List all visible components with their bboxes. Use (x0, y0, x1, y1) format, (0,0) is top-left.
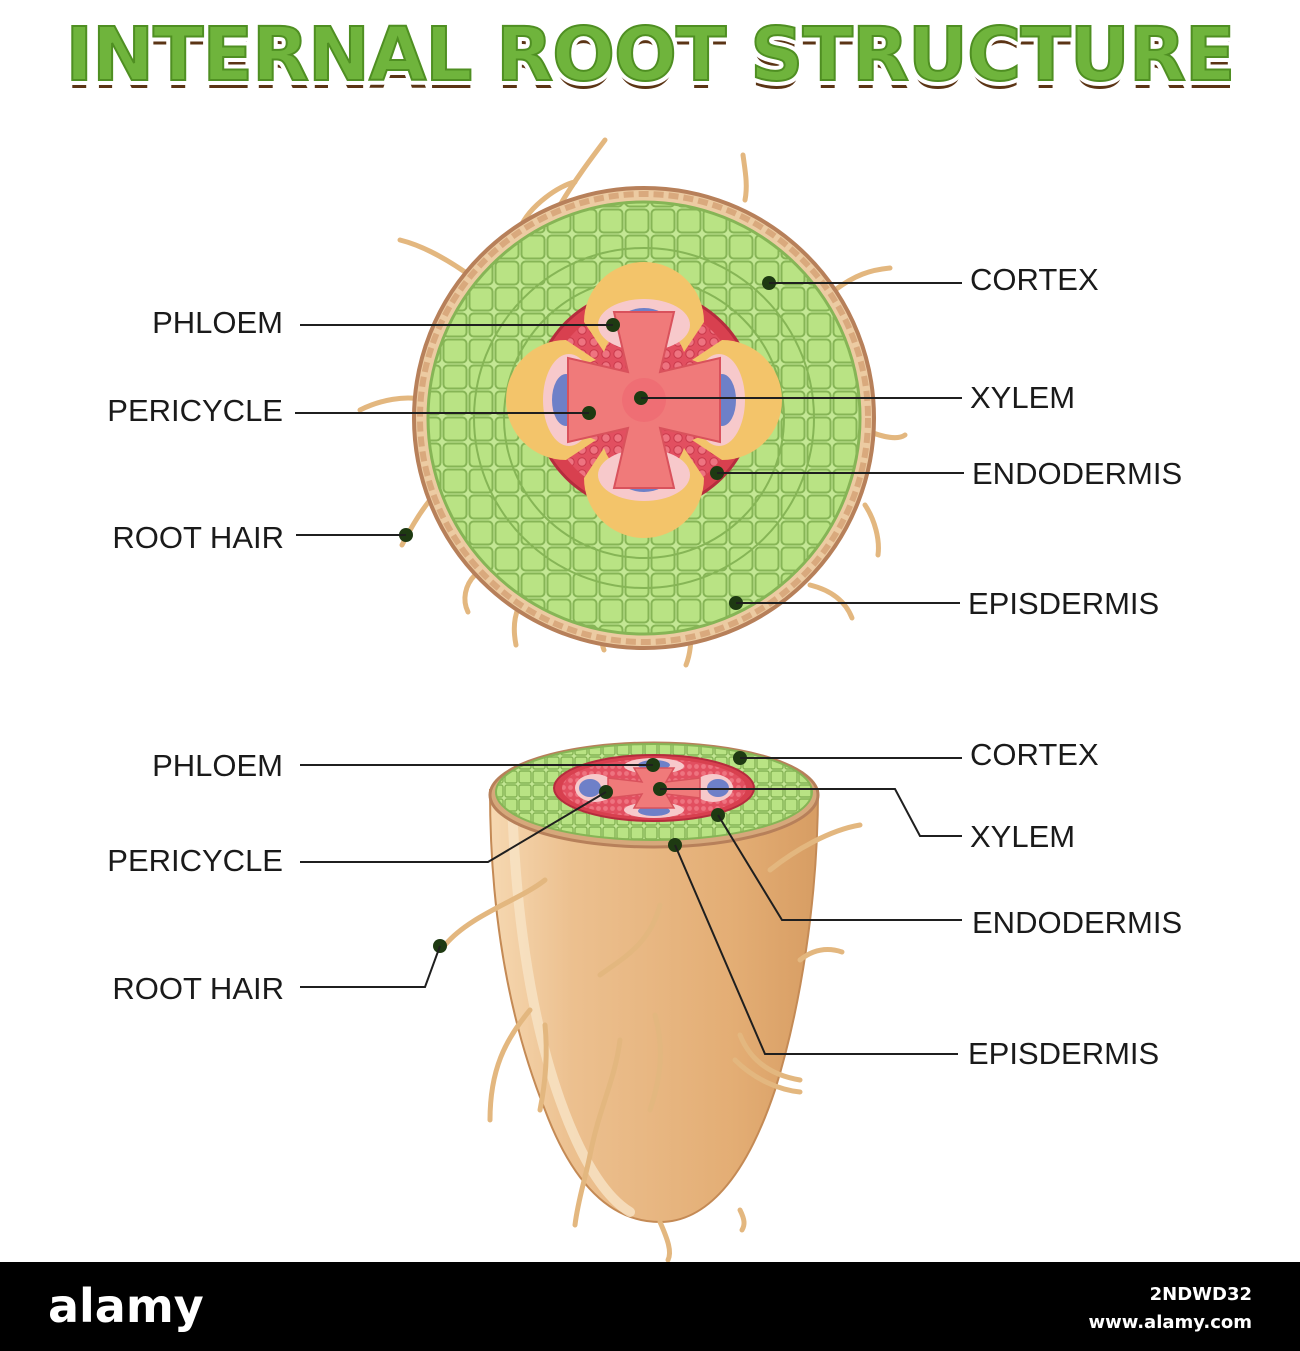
label-cortex-bottom: CORTEX (970, 737, 1099, 772)
title-shadow: INTERNAL ROOT STRUCTURE (66, 20, 1235, 106)
label-epidermis-bottom: EPISDERMIS (968, 1036, 1159, 1071)
watermark-image-id: 2NDWD32 (1150, 1284, 1252, 1305)
label-endodermis-top: ENDODERMIS (972, 456, 1182, 491)
label-pericycle-top: PERICYCLE (107, 393, 283, 428)
label-root-hair-top: ROOT HAIR (112, 520, 284, 555)
label-endodermis-bottom: ENDODERMIS (972, 905, 1182, 940)
title-outline: INTERNAL ROOT STRUCTURE (66, 12, 1235, 98)
watermark-bar: alamy 2NDWD32 www.alamy.com (0, 1262, 1300, 1351)
watermark-url: www.alamy.com (1088, 1312, 1252, 1333)
page-title: INTERNAL ROOT STRUCTURE (66, 12, 1235, 98)
label-xylem-bottom: XYLEM (970, 819, 1075, 854)
label-phloem-top: PHLOEM (152, 305, 283, 340)
label-epidermis-top: EPISDERMIS (968, 586, 1159, 621)
label-pericycle-bottom: PERICYCLE (107, 843, 283, 878)
watermark-brand: alamy (48, 1279, 204, 1333)
label-xylem-top: XYLEM (970, 380, 1075, 415)
root-tip-root-hairs (442, 822, 863, 1263)
title-group: INTERNAL ROOT STRUCTURE INTERNAL ROOT ST… (61, 7, 1241, 106)
cross-section-diagram: PHLOEM PERICYCLE ROOT HAIR CORTEX XYLEM … (107, 137, 1182, 668)
root-tip-diagram: PHLOEM PERICYCLE ROOT HAIR CORTEX XYLEM … (107, 737, 1182, 1263)
label-root-hair-bottom: ROOT HAIR (112, 971, 284, 1006)
label-cortex-top: CORTEX (970, 262, 1099, 297)
label-phloem-bottom: PHLOEM (152, 748, 283, 783)
